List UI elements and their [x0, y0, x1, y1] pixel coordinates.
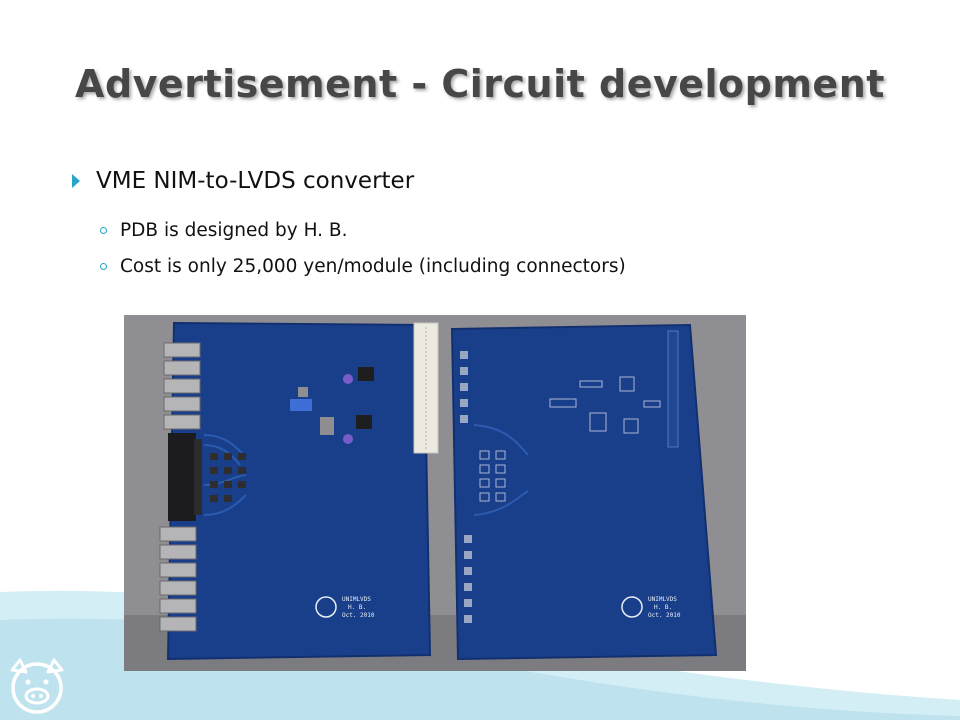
sub-bullet-text: Cost is only 25,000 yen/module (includin…: [120, 256, 626, 277]
silkscreen-line: Oct. 2010: [648, 612, 681, 619]
bullet-item: VME NIM-to-LVDS converter: [72, 168, 414, 194]
silkscreen-line: H. B.: [654, 604, 672, 611]
ring-bullet-icon: [100, 227, 107, 234]
silkscreen-line: H. B.: [348, 604, 366, 611]
arrow-bullet-icon: [72, 174, 80, 188]
slide-title: Advertisement - Circuit development: [75, 62, 885, 106]
circuit-board-photo: UNIMLVDS H. B. Oct. 2010: [124, 315, 746, 671]
bullet-text: VME NIM-to-LVDS converter: [96, 168, 415, 194]
silkscreen-line: UNIMLVDS: [342, 596, 371, 603]
left-circuit-board: UNIMLVDS H. B. Oct. 2010: [159, 321, 439, 661]
pig-face-icon: [10, 658, 64, 714]
silkscreen-line: UNIMLVDS: [648, 596, 677, 603]
silkscreen-line: Oct. 2010: [342, 612, 375, 619]
sub-bullet-text: PDB is designed by H. B.: [120, 220, 348, 241]
sub-bullet-item: Cost is only 25,000 yen/module (includin…: [100, 256, 626, 277]
sub-bullet-item: PDB is designed by H. B.: [100, 220, 348, 241]
ring-bullet-icon: [100, 263, 107, 270]
right-circuit-board: UNIMLVDS H. B. Oct. 2010: [450, 323, 718, 661]
